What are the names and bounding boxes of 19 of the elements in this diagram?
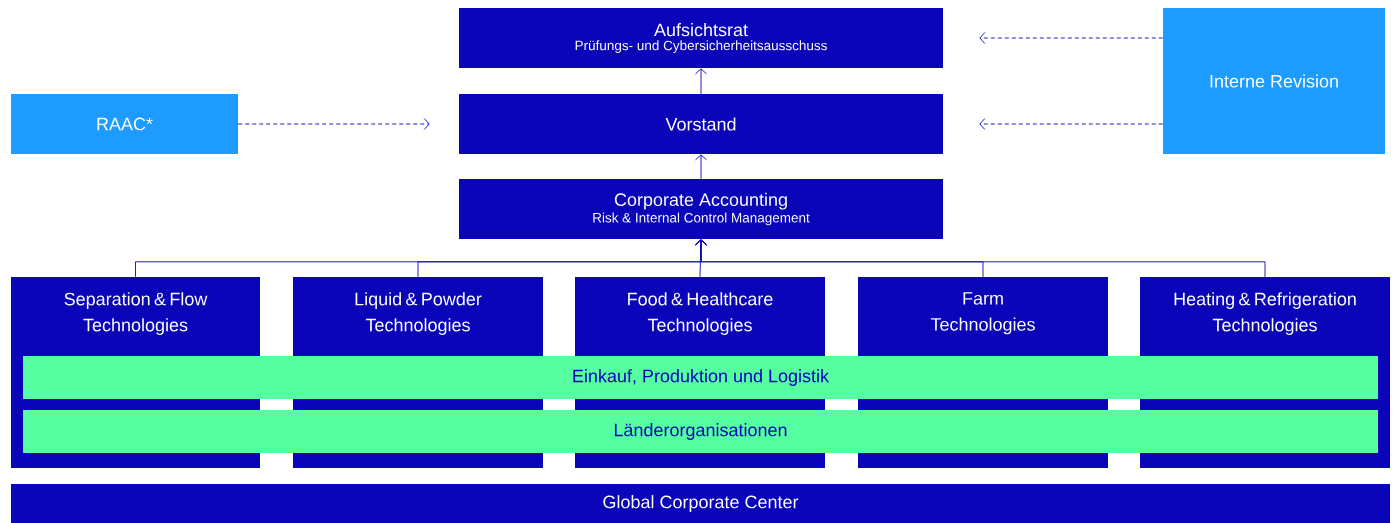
org-box: Vorstand (459, 94, 943, 154)
org-box: RAAC* (11, 94, 238, 154)
dashed-arrow (979, 118, 1164, 130)
band: Einkauf, Produktion und Logistik (23, 356, 1378, 399)
division-box: Liquid & Powder Technologies (293, 277, 543, 356)
org-box: Corporate Accounting Risk & Internal Control Management (459, 179, 943, 239)
connector-arrow (695, 239, 1266, 278)
division-box: Farm Technologies (858, 277, 1108, 356)
connector-arrow (695, 154, 707, 180)
connector-arrow (695, 68, 707, 95)
dashed-arrow (979, 32, 1164, 44)
division-box: Heating & Refrigeration Technologies (1140, 277, 1390, 356)
division-box: Separation & Flow Technologies (11, 277, 260, 356)
dashed-arrow (237, 118, 430, 130)
division-box: Food & Healthcare Technologies (575, 277, 825, 356)
org-box: Interne Revision (1163, 8, 1385, 154)
band: Länderorganisationen (23, 410, 1378, 453)
org-box: Global Corporate Center (11, 484, 1390, 523)
org-box: Aufsichtsrat Prüfungs- und Cybersicherheitsausschuss (459, 8, 943, 68)
